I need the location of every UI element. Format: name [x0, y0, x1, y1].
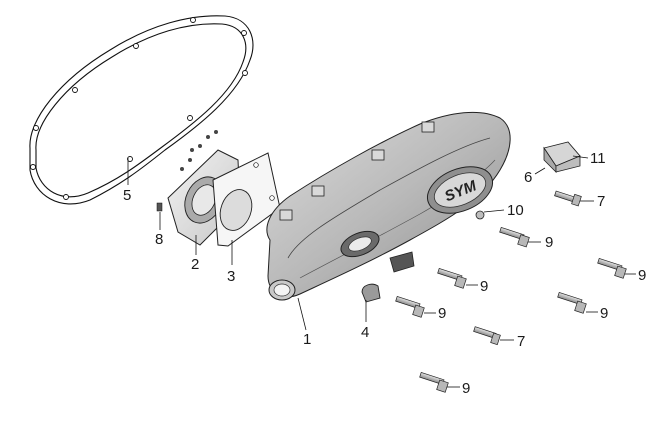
bolt-7a — [554, 190, 582, 207]
callout-11: 11 — [590, 150, 606, 167]
callout-8: 8 — [155, 231, 163, 248]
callout-labels: 1 2 3 4 5 6 7 7 8 9 9 9 9 9 9 10 11 — [123, 150, 646, 397]
sym-logo-badge: SYM — [427, 166, 493, 214]
leader-lines — [127, 155, 636, 388]
transmission-cover: SYM — [266, 111, 511, 301]
bolt-9a — [499, 226, 530, 248]
callout-7-bottom: 7 — [517, 333, 525, 350]
callout-9-c: 9 — [480, 278, 488, 295]
callout-7-top: 7 — [597, 193, 605, 210]
callout-9-e: 9 — [438, 305, 446, 322]
hose-clip — [361, 283, 381, 303]
bolt-9d — [557, 291, 587, 314]
bolt-9c — [437, 267, 467, 289]
bolt-9f — [419, 371, 449, 393]
bolts — [395, 190, 627, 393]
callout-4: 4 — [361, 324, 369, 341]
cover-gasket — [29, 15, 254, 205]
callout-3: 3 — [227, 268, 235, 285]
filter-plate — [212, 152, 281, 247]
callout-2: 2 — [191, 256, 199, 273]
callout-6: 6 — [524, 169, 532, 186]
callout-9-a: 9 — [545, 234, 553, 251]
small-screws — [156, 130, 218, 212]
callout-9-f: 9 — [462, 380, 470, 397]
callout-1: 1 — [303, 331, 311, 348]
bolt-9b — [597, 257, 627, 279]
callout-5: 5 — [123, 187, 131, 204]
callout-10: 10 — [507, 202, 524, 219]
bolt-9e — [395, 295, 425, 318]
bolt-7b — [473, 326, 501, 346]
callout-9-b: 9 — [638, 267, 646, 284]
fitting — [475, 210, 485, 220]
callout-9-d: 9 — [600, 305, 608, 322]
bracket — [543, 141, 581, 173]
